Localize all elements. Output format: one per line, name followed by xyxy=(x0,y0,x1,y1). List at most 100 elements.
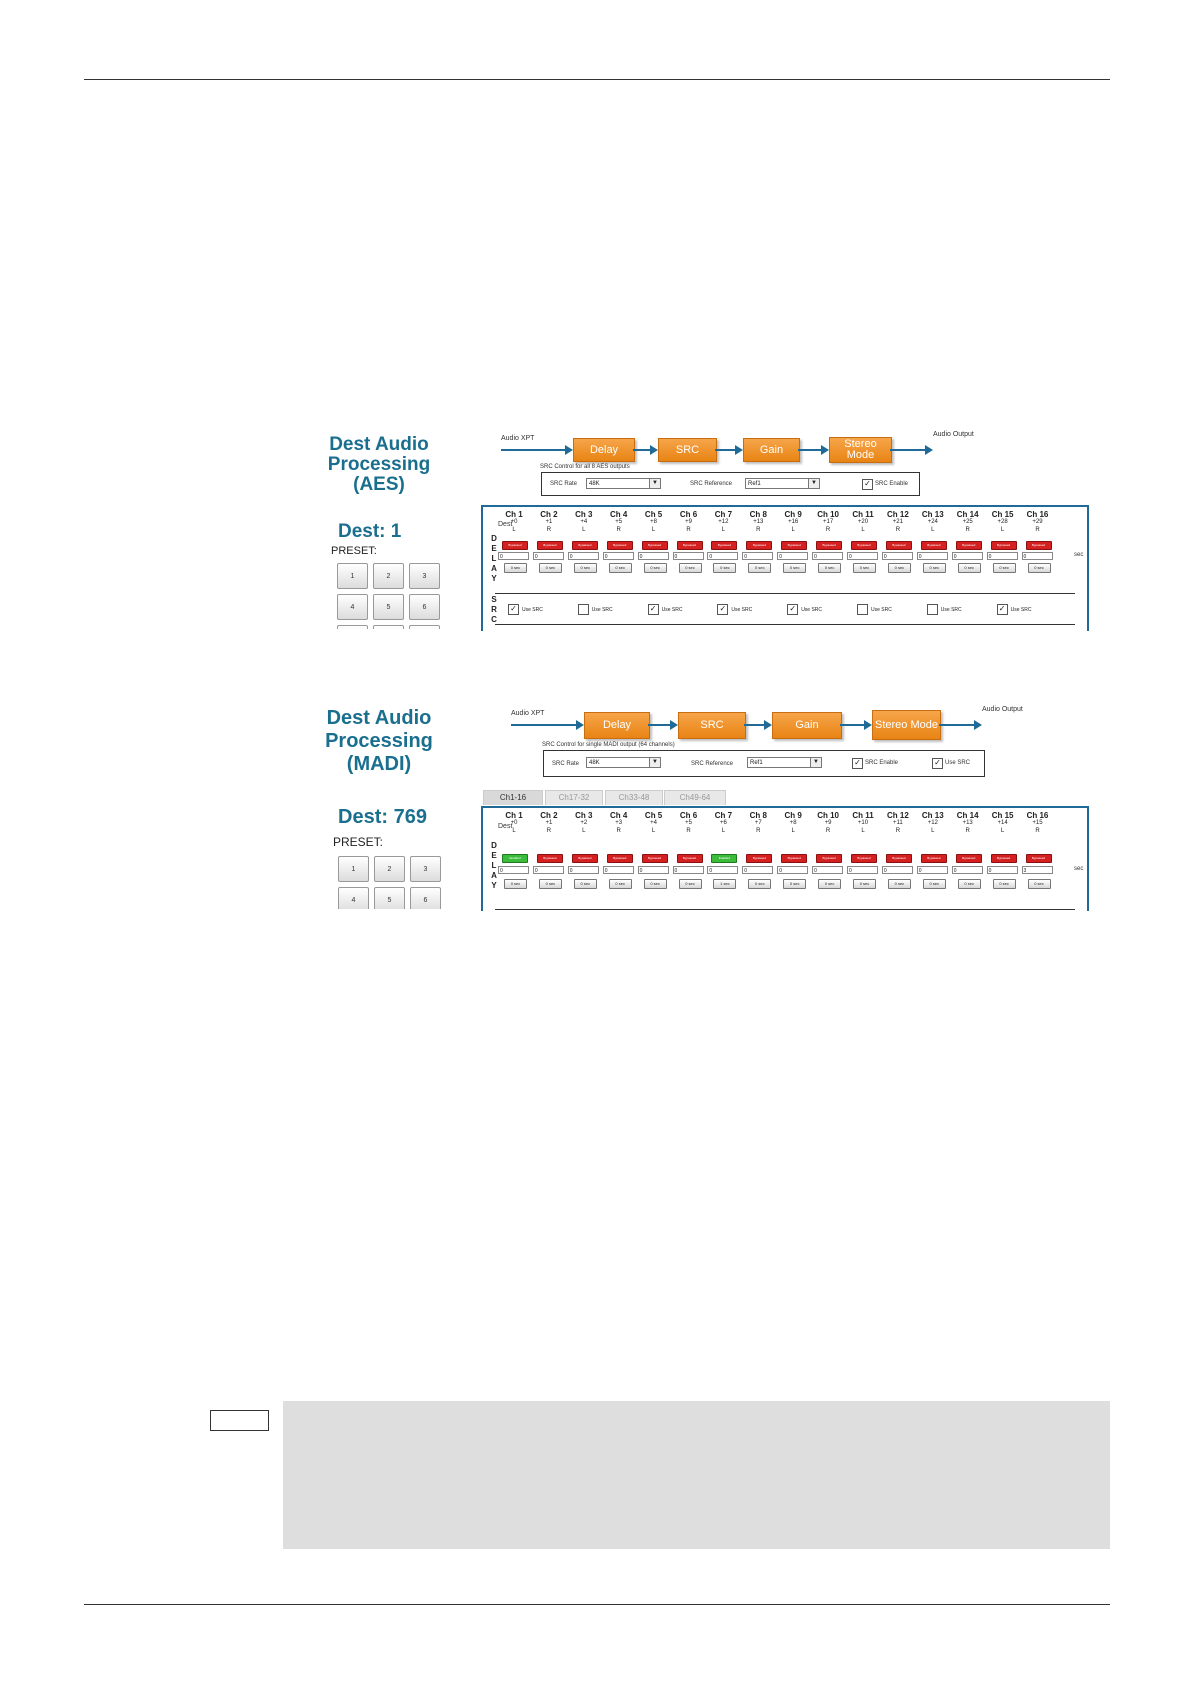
delay-value-input[interactable]: 0 xyxy=(567,866,599,874)
delay-value-input[interactable]: 0 xyxy=(847,552,878,560)
aes-src-reference-select[interactable]: Ref1 ▼ xyxy=(745,478,820,489)
delay-seconds-button[interactable]: 0 sec xyxy=(504,879,527,889)
madi-flow-block-2[interactable]: Gain xyxy=(772,711,842,739)
aes-flow-block-0[interactable]: Delay xyxy=(573,438,635,462)
delay-status-button[interactable]: Bypassed xyxy=(1025,541,1052,550)
delay-status-button[interactable]: Enabled xyxy=(711,854,738,863)
delay-value-input[interactable]: 0 xyxy=(742,552,774,560)
preset-button-5[interactable]: 5 xyxy=(373,594,404,620)
use-src-checkbox[interactable]: ✓Use SRC xyxy=(717,604,752,615)
delay-status-button[interactable]: Bypassed xyxy=(746,541,773,550)
use-src-checkbox[interactable]: ✓Use SRC xyxy=(996,604,1031,615)
delay-seconds-button[interactable]: 0 sec xyxy=(853,563,876,573)
use-src-checkbox[interactable]: Use SRC xyxy=(926,604,962,615)
delay-seconds-button[interactable]: 0 sec xyxy=(818,563,842,573)
delay-value-input[interactable]: 0 xyxy=(986,552,1018,560)
delay-status-button[interactable]: Bypassed xyxy=(920,541,947,550)
delay-status-button[interactable]: Bypassed xyxy=(676,541,703,550)
delay-seconds-button[interactable]: 0 sec xyxy=(678,563,702,573)
preset-button-4[interactable]: 4 xyxy=(337,594,368,620)
delay-status-button[interactable]: Bypassed xyxy=(816,541,843,550)
preset-button-hidden[interactable] xyxy=(373,625,404,629)
preset-button-hidden[interactable] xyxy=(409,625,440,629)
delay-seconds-button[interactable]: 0 sec xyxy=(922,563,946,573)
tab-ch17-32[interactable]: Ch17-32 xyxy=(545,790,603,805)
preset-button-6[interactable]: 6 xyxy=(410,887,441,909)
delay-seconds-button[interactable]: 0 sec xyxy=(887,879,911,889)
delay-seconds-button[interactable]: 0 sec xyxy=(573,879,597,889)
preset-button-1[interactable]: 1 xyxy=(337,563,368,589)
preset-button-6[interactable]: 6 xyxy=(409,594,440,620)
delay-status-button[interactable]: Bypassed xyxy=(571,541,598,550)
delay-seconds-button[interactable]: 0 sec xyxy=(957,563,981,573)
delay-status-button[interactable]: Bypassed xyxy=(990,541,1017,550)
preset-button-2[interactable]: 2 xyxy=(374,856,405,882)
delay-status-button[interactable]: Bypassed xyxy=(955,541,982,550)
delay-seconds-button[interactable]: 0 sec xyxy=(783,879,807,889)
delay-seconds-button[interactable]: 0 sec xyxy=(922,879,946,889)
delay-seconds-button[interactable]: 0 sec xyxy=(713,563,737,573)
delay-value-input[interactable]: 0 xyxy=(951,866,983,874)
use-src-checkbox[interactable]: ✓Use SRC xyxy=(787,604,822,615)
delay-status-button[interactable]: Bypassed xyxy=(1025,854,1052,863)
delay-value-input[interactable]: 0 xyxy=(637,552,669,560)
preset-button-2[interactable]: 2 xyxy=(373,563,404,589)
aes-flow-block-2[interactable]: Gain xyxy=(743,438,800,462)
delay-seconds-button[interactable]: 0 sec xyxy=(887,563,911,573)
delay-value-input[interactable]: 0 xyxy=(532,866,564,874)
delay-seconds-button[interactable]: 0 sec xyxy=(538,563,562,573)
delay-value-input[interactable]: 0 xyxy=(602,866,634,874)
delay-status-button[interactable]: Bypassed xyxy=(641,541,668,550)
delay-status-button[interactable]: Bypassed xyxy=(536,541,563,550)
delay-value-input[interactable]: 0 xyxy=(916,552,948,560)
delay-status-button[interactable]: Bypassed xyxy=(536,854,563,863)
delay-value-input[interactable]: 0 xyxy=(881,866,913,874)
delay-status-button[interactable]: Bypassed xyxy=(851,854,877,863)
delay-value-input[interactable]: 0 xyxy=(777,866,809,874)
delay-seconds-button[interactable]: 0 sec xyxy=(573,563,597,573)
preset-button-3[interactable]: 3 xyxy=(409,563,440,589)
delay-seconds-button[interactable]: 0 sec xyxy=(643,879,667,889)
delay-value-input[interactable]: 0 xyxy=(812,866,844,874)
use-src-checkbox[interactable]: Use SRC xyxy=(577,604,613,615)
aes-flow-block-3[interactable]: Stereo Mode xyxy=(829,437,892,463)
aes-src-rate-select[interactable]: 48K ▼ xyxy=(586,478,661,489)
delay-status-button[interactable]: Bypassed xyxy=(990,854,1017,863)
delay-status-button[interactable]: Bypassed xyxy=(641,854,668,863)
delay-value-input[interactable]: 0 xyxy=(707,552,739,560)
delay-seconds-button[interactable]: 0 sec xyxy=(504,563,527,573)
delay-seconds-button[interactable]: 0 sec xyxy=(608,879,632,889)
delay-seconds-button[interactable]: 0 sec xyxy=(748,563,772,573)
preset-button-hidden[interactable] xyxy=(337,625,368,629)
delay-status-button[interactable]: Bypassed xyxy=(781,854,808,863)
delay-status-button[interactable]: Bypassed xyxy=(711,541,738,550)
delay-seconds-button[interactable]: 0 sec xyxy=(783,563,807,573)
madi-src-reference-select[interactable]: Ref1 ▼ xyxy=(747,757,822,768)
delay-status-button[interactable]: Bypassed xyxy=(955,854,982,863)
delay-status-button[interactable]: Bypassed xyxy=(851,541,877,550)
delay-seconds-button[interactable]: 0 sec xyxy=(643,563,667,573)
delay-status-button[interactable]: Bypassed xyxy=(885,854,912,863)
delay-status-button[interactable]: Bypassed xyxy=(920,854,947,863)
madi-flow-block-1[interactable]: SRC xyxy=(678,711,746,739)
tab-ch1-16[interactable]: Ch1-16 xyxy=(483,790,543,805)
delay-status-button[interactable]: Bypassed xyxy=(606,541,633,550)
use-src-checkbox[interactable]: ✓Use SRC xyxy=(508,604,543,615)
delay-status-button[interactable]: Bypassed xyxy=(571,854,598,863)
delay-seconds-button[interactable]: 0 sec xyxy=(853,879,876,889)
delay-seconds-button[interactable]: 0 sec xyxy=(992,563,1016,573)
delay-value-input[interactable]: 0 xyxy=(916,866,948,874)
madi-src-enable-checkbox[interactable]: ✓ xyxy=(852,758,863,769)
delay-seconds-button[interactable]: 0 sec xyxy=(1027,879,1051,889)
delay-value-input[interactable]: 0 xyxy=(1021,552,1053,560)
delay-value-input[interactable]: 0 xyxy=(532,552,564,560)
delay-value-input[interactable]: 0 xyxy=(672,552,704,560)
aes-src-enable-checkbox[interactable]: ✓ xyxy=(862,479,873,490)
tab-ch49-64[interactable]: Ch49-64 xyxy=(664,790,726,805)
delay-seconds-button[interactable]: 0 sec xyxy=(678,879,702,889)
delay-seconds-button[interactable]: 0 sec xyxy=(818,879,842,889)
delay-seconds-button[interactable]: 0 sec xyxy=(748,879,772,889)
preset-button-4[interactable]: 4 xyxy=(338,887,369,909)
delay-status-button[interactable]: Bypassed xyxy=(676,854,703,863)
delay-status-button[interactable]: Bypassed xyxy=(746,854,773,863)
